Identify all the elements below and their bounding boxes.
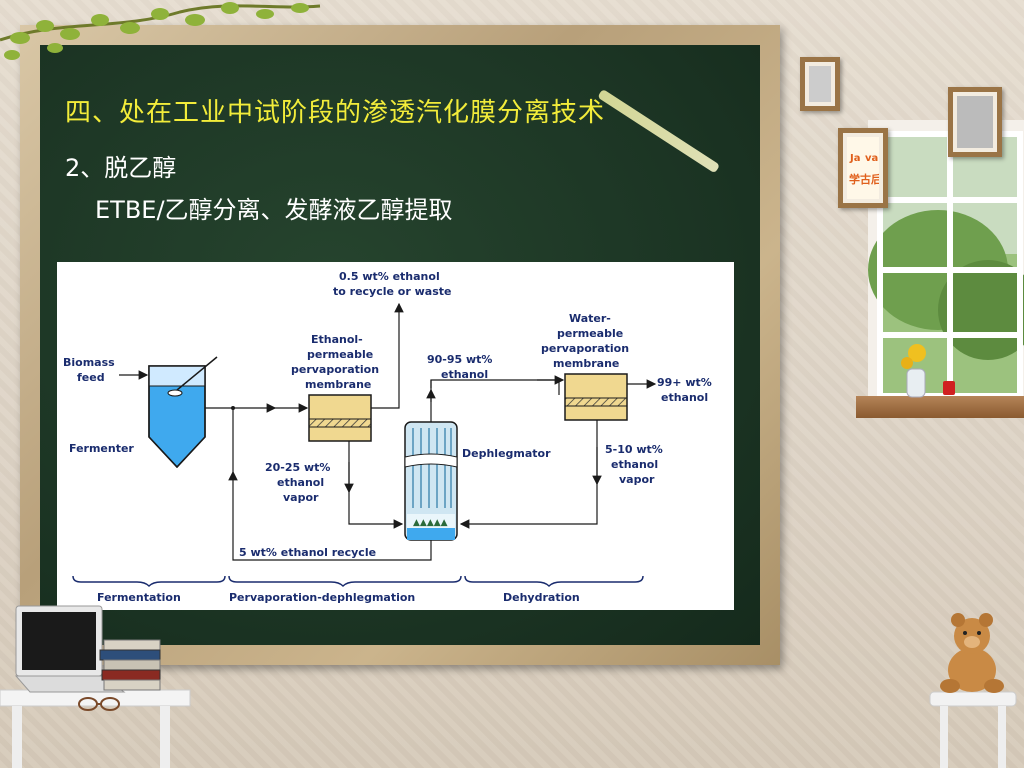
water-membrane-label: membrane: [553, 357, 619, 370]
process-diagram: Biomass feed Fermenter Ethanol- permeabl…: [57, 262, 734, 610]
dephlegmator-column: ▲▲▲▲▲: [404, 421, 458, 541]
water-membrane-label: pervaporation: [541, 342, 629, 355]
picture-frame-icon: [800, 57, 840, 111]
picture-frame-icon: [948, 87, 1002, 157]
right-vapor-label: 5-10 wt%: [605, 443, 663, 456]
laptop-icon: [0, 605, 191, 768]
dephlegmator-label: Dephlegmator: [462, 447, 551, 460]
left-vapor-label: vapor: [283, 491, 319, 504]
books-icon: [99, 639, 161, 691]
ethanol-membrane-label: permeable: [307, 348, 373, 361]
fermenter-label: Fermenter: [69, 442, 134, 455]
right-vapor-label: ethanol: [611, 458, 658, 471]
svg-text:学古后: 学古后: [849, 172, 879, 186]
window-icon: [868, 120, 1024, 410]
svg-text:va: va: [865, 153, 878, 164]
flower-vase-icon: [901, 344, 955, 398]
water-membrane-label: Water-: [569, 312, 611, 325]
bottom-recycle-label: 5 wt% ethanol recycle: [239, 546, 376, 559]
fermenter-tank: [148, 356, 218, 469]
top-recycle-label: to recycle or waste: [333, 285, 451, 298]
ethanol-membrane-module: [308, 394, 372, 442]
ivy-vine-icon: [0, 2, 321, 60]
ethanol-membrane-label: Ethanol-: [311, 333, 363, 346]
left-vapor-label: 20-25 wt%: [265, 461, 330, 474]
cup-icon: [943, 381, 955, 395]
window-sill: [856, 396, 1024, 418]
slide-title: 四、处在工业中试阶段的渗透汽化膜分离技术: [65, 98, 606, 128]
teddy-bear-icon: [929, 613, 1017, 768]
stage-pervaporation-label: Pervaporation-dephlegmation: [229, 591, 415, 604]
mid-ethanol-label: 90-95 wt%: [427, 353, 492, 366]
slide-subtitle: 2、脱乙醇: [65, 154, 177, 182]
java-logo-icon: Ja va 学古后: [838, 128, 888, 208]
ethanol-membrane-label: membrane: [305, 378, 371, 391]
stage-braces: [72, 575, 644, 588]
mid-ethanol-label: ethanol: [441, 368, 488, 381]
slide-subtitle-detail: ETBE/乙醇分离、发酵液乙醇提取: [95, 196, 453, 224]
biomass-feed-label: Biomass: [63, 356, 115, 369]
biomass-feed-label: feed: [77, 371, 105, 384]
left-vapor-label: ethanol: [277, 476, 324, 489]
product-label: ethanol: [661, 391, 708, 404]
svg-text:Ja: Ja: [849, 153, 860, 164]
right-vapor-label: vapor: [619, 473, 655, 486]
water-membrane-label: permeable: [557, 327, 623, 340]
product-label: 99+ wt%: [657, 376, 712, 389]
water-membrane-module: [564, 373, 628, 421]
stage-dehydration-label: Dehydration: [503, 591, 580, 604]
ethanol-membrane-label: pervaporation: [291, 363, 379, 376]
glasses-icon: [78, 697, 120, 711]
stage-fermentation-label: Fermentation: [97, 591, 181, 604]
svg-text:▲▲▲▲▲: ▲▲▲▲▲: [413, 518, 448, 528]
top-recycle-label: 0.5 wt% ethanol: [339, 270, 440, 283]
